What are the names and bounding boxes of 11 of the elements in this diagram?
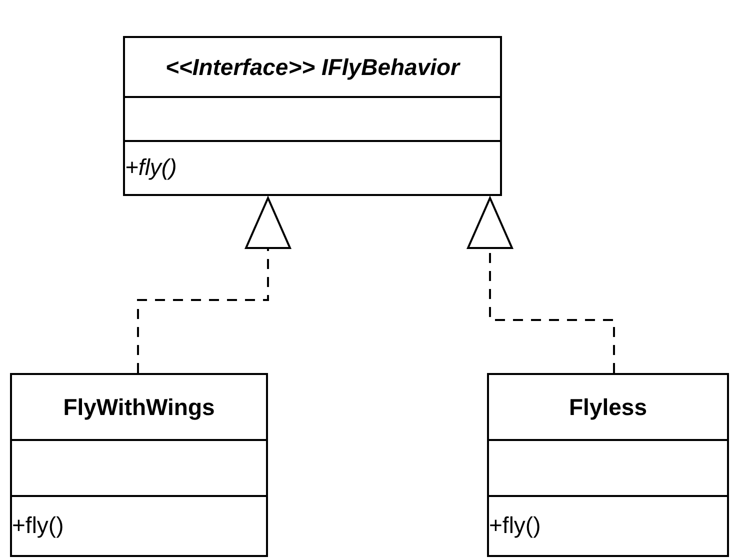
- class-box: [123, 36, 502, 196]
- method-signature: +fly(): [12, 512, 64, 538]
- realization-arrow: [467, 197, 615, 373]
- class-box: [10, 373, 268, 557]
- class-name: Flyless: [569, 394, 647, 420]
- class-box: [487, 373, 729, 557]
- method-signature: +fly(): [489, 512, 541, 538]
- class-name: FlyWithWings: [63, 394, 215, 420]
- class-name: <<Interface>> IFlyBehavior: [165, 54, 460, 80]
- method-signature: +fly(): [125, 154, 177, 180]
- realization-arrow: [137, 197, 291, 373]
